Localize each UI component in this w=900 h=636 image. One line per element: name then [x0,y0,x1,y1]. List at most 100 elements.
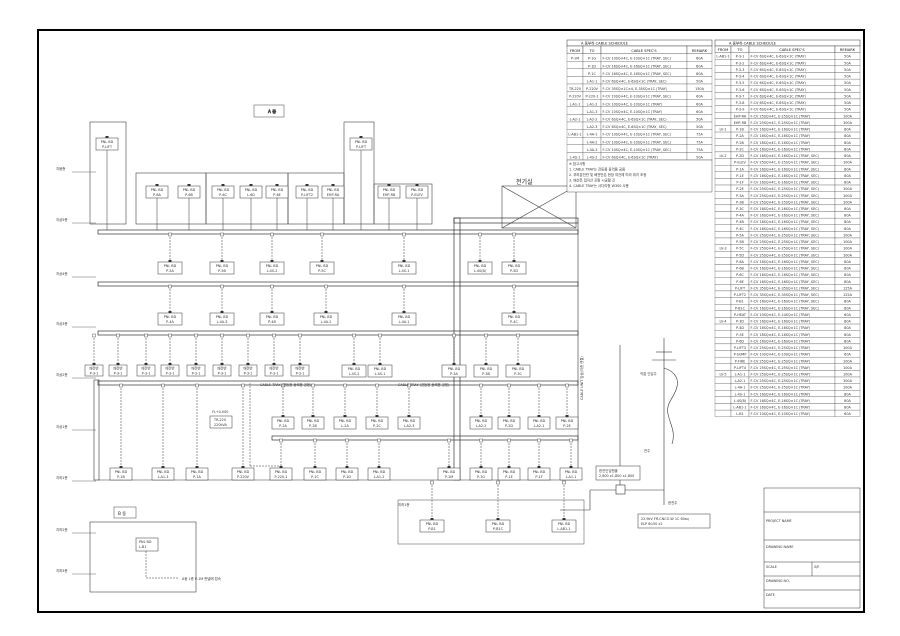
schedule-cell-text: 100A [843,247,852,251]
schedule-cell-text: F-CV 16SQ×4C, E-16SQ×1C (TRAY) [751,147,811,151]
panel-board: PNL BDP-5C [309,232,335,275]
schedule-cell-text: F-CV 16SQ×4C, E-16SQ×1C (TRAY, SEC) [751,174,820,178]
panel-board: PNL BDL-4S-1 [367,333,393,378]
schedule-cell-text: P-6D [736,339,744,343]
tap-box [512,232,516,237]
panel-terminal [187,184,191,186]
manhole-title: 한전인입맨홀 [599,468,618,473]
panel-title: PNL BD [508,264,521,268]
schedule-cell-text: L-4S-2 [587,156,598,160]
schedule-cell-text: EHP-RA [734,114,747,118]
schedule-cell-text: F-CV 6SQ×4C, E-6SQ×1C (TRAY) [603,156,659,160]
tap-box [512,284,516,289]
schedule-cell-text: P-5B [736,240,744,244]
schedule-cell-text: 80A [844,406,851,410]
schedule-cell-text: F-CV 25SQ×4C, E-25SQ×1C (TRAY) [751,114,811,118]
panel-board: PNL BDP-3B [473,333,499,378]
panel-board: PNL BDP-1A [185,383,209,481]
floor-label: 지하3층 [56,568,68,573]
panel-title: 배전반 [191,366,200,371]
schedule-cell-text: L-A1-1 [570,102,581,106]
panel-title: PNL BD [480,367,493,371]
panel-id: L-4S-1 [375,372,386,376]
schedule-cell-text: F-CV 16SQ×4C, E-16SQ×1C (TRAY, SEC) [751,181,820,185]
panel-id: P-4C [510,320,518,324]
schedule-cell-text: P-1M [571,57,579,61]
tap-box [168,333,172,338]
schedule-cell [834,409,861,417]
note-line: ※ 참고사항 [569,161,585,166]
panel-title: PNL BD [448,367,461,371]
schedule-cell-text: F-CV 10SQ×4C, E-10SQ×1C (TRAY) [603,102,663,106]
schedule-cell-text: 50A [844,61,851,65]
panel-terminal [313,466,317,468]
schedule-cell-text: 100A [843,233,852,237]
panel-board: PNL BDP-3C [505,333,531,378]
panel-title: PNL BD [216,315,229,319]
building-b-label: B 동 [118,511,126,516]
panel-title: PNL BD [115,470,128,474]
schedule-cell-text: F-CV 6SQ×4C, E-6SQ×1C (TRAY, SEC) [603,80,668,84]
panel-id: L-A1-1 [566,475,577,479]
panel-id: L-4A-1 [399,320,410,324]
incoming-cable-spec: 22.9kV FR-CNCO-W 1C 60sq [641,517,689,521]
schedule-cell [714,237,732,245]
panel-terminal [220,363,224,365]
incoming-cable-box: 22.9kV FR-CNCO-W 1C 60sq ELP Φ150 x2 [637,513,711,529]
schedule-cell-text: 100A [843,359,852,363]
panel-terminal [343,415,347,417]
schedule-cell [714,376,732,384]
schedule-cell-text: F-CV 16SQ×4C, E-16SQ×1C (TRAY, SEC) [751,300,820,304]
panel-title: 배전반 [269,366,278,371]
schedule-cell-text: 60A [844,412,851,416]
panel-terminal [516,363,520,365]
schedule-cell [714,72,732,80]
panel-board: PNL BDP-6C [211,184,235,199]
panel-board: PNL BDL-A2-1 [527,383,551,430]
schedule-cell-text: 100A [843,346,852,350]
schedule-cell [714,191,732,199]
schedule-cell-text: 100A [843,240,852,244]
tap-box [279,438,283,443]
schedule-cell [714,171,732,179]
panel-terminal [479,466,483,468]
panel-board: PNL BDP-ELEV [405,184,429,199]
schedule-cell-text: 50A [844,94,851,98]
panel-board: PNL BDP-5A [157,232,183,275]
panel-title: PNL BD [164,264,177,268]
schedule-cell-text: P-2E [736,187,744,191]
schedule-cell-text: 75A [696,148,703,152]
drawing-name-label: DRAWING NAME [766,545,793,549]
tap-box [345,438,349,443]
schedule-cell [714,118,732,126]
panel-board: PNL BDL-4S-2 [259,232,285,275]
schedule-cell-text: F-CV 16SQ×4C, E-16SQ×1C (TRAY, SEC) [751,260,820,264]
panel-id: EHP-RB [383,193,396,197]
schedule-cell-text: P-6C [736,273,744,277]
schedule-cell-text: F-CV 25SQ×4C, E-25SQ×1C (TRAY) [751,373,811,377]
panel-terminal [447,466,451,468]
panel-title: PNL BD [373,470,386,474]
schedule-cell-text: F-CV 6SQ×4C, E-6SQ×1C (TRAY) [751,88,807,92]
panel-title: PNL BD [374,367,387,371]
tray-label-2: CABLE TRAY (전등용 동력용 공용) [398,382,450,387]
panel-id: P-6B [185,193,193,197]
schedule-cell [714,224,732,232]
schedule-cell-text: F-CV 16SQ×4C, E-16SQ×1C (TRAY) [751,326,811,330]
panel-title: PNL BD [475,419,488,423]
panel-title: PNL BD [320,315,333,319]
panel-terminal [116,363,120,365]
panel-title: 배전반 [295,366,304,371]
panel-id: L-4S-2 [349,372,360,376]
schedule-cell-text: L-AB1-1 [716,55,729,59]
schedule-cell-text: P-ELEV [734,161,746,165]
schedule-cell [714,330,732,338]
tap-box [311,383,315,388]
schedule-cell-text: P-3B [736,200,744,204]
schedule-cell-text: 80A [844,333,851,337]
schedule-cell-text: P-4C [736,227,744,231]
schedule-cell-text: P-1D [588,64,596,68]
schedule-cell [714,277,732,285]
